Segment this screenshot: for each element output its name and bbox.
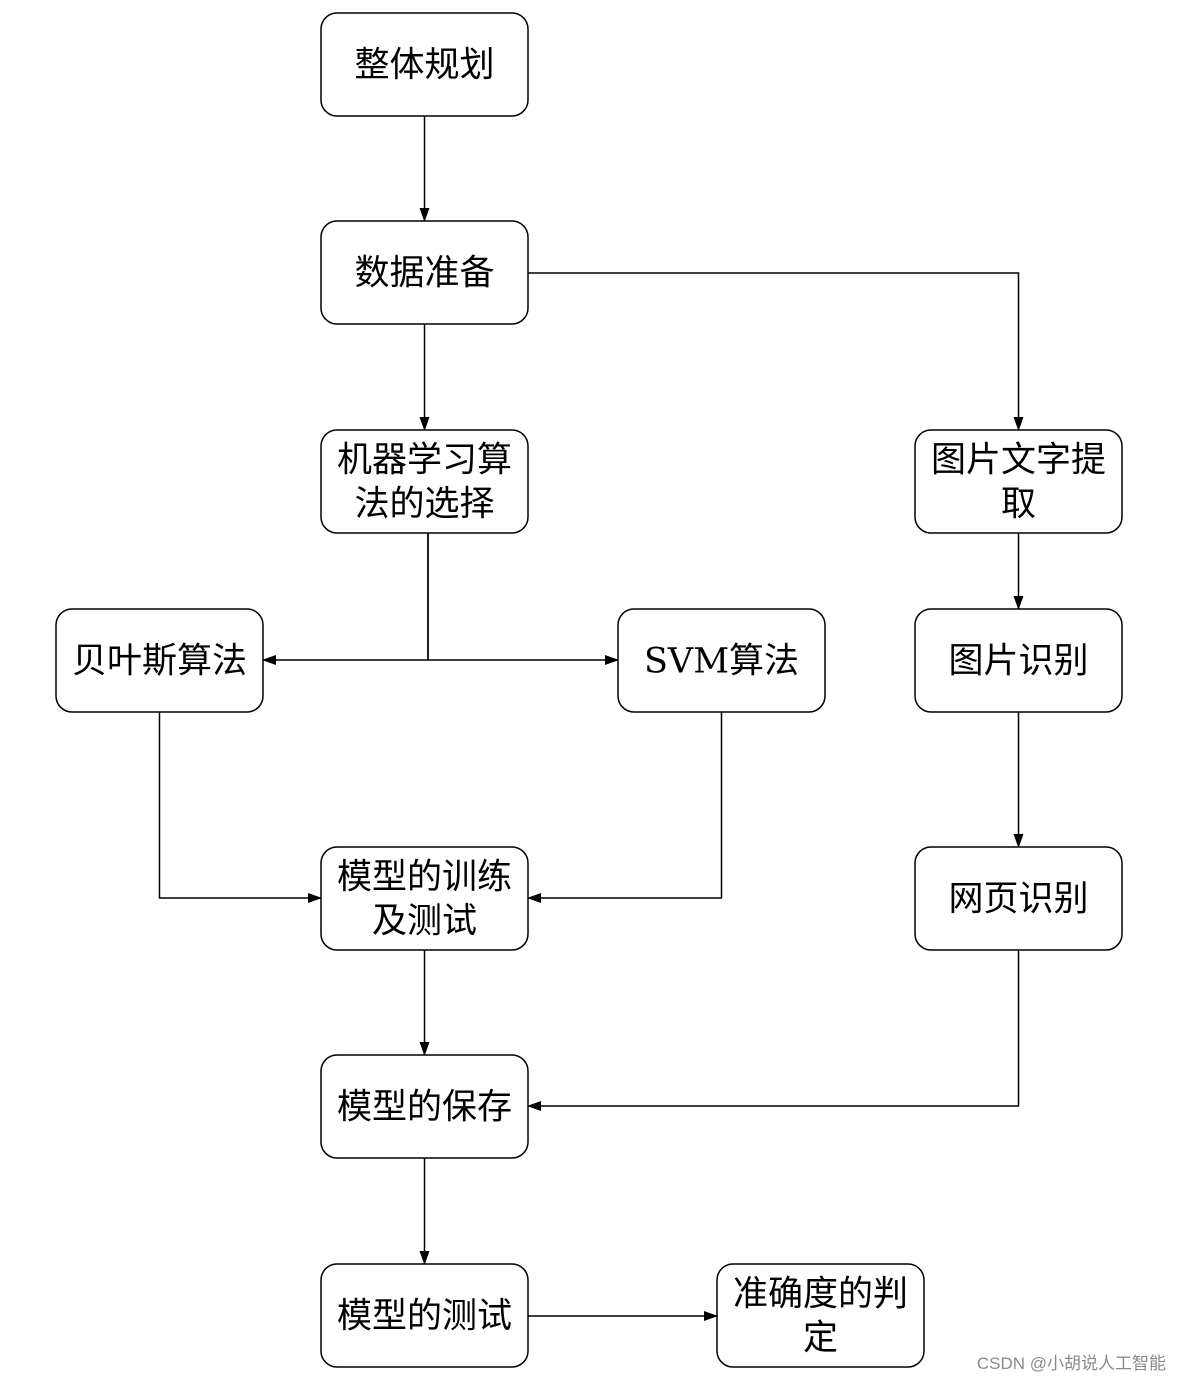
node-box — [320, 846, 529, 951]
node-label: 模型的保存 — [337, 1088, 512, 1128]
node-label: 模型的训练 — [337, 858, 512, 898]
node-bayes: 贝叶斯算法 — [55, 608, 264, 713]
node-svm: SVM算法 — [617, 608, 826, 713]
edge-web_rec-to-save — [527, 950, 1020, 1111]
edge-ml_select-to-svm — [427, 533, 619, 665]
node-test: 模型的测试 — [320, 1263, 529, 1368]
node-label: 法的选择 — [354, 485, 494, 525]
node-label: 网页识别 — [948, 880, 1088, 920]
node-box — [716, 1263, 925, 1368]
node-box — [914, 429, 1123, 534]
edge-ml_select-to-bayes — [262, 533, 429, 665]
edge-svm-to-train_test — [527, 712, 723, 903]
node-label: SVM算法 — [644, 642, 799, 682]
node-planning: 整体规划 — [320, 12, 529, 117]
node-save: 模型的保存 — [320, 1054, 529, 1159]
node-img-rec: 图片识别 — [914, 608, 1123, 713]
node-label: 图片文字提 — [931, 441, 1106, 481]
edge-data_prep-to-img_text — [528, 272, 1024, 431]
node-label: 准确度的判 — [733, 1275, 908, 1315]
node-label: 及测试 — [372, 902, 477, 942]
node-web-rec: 网页识别 — [914, 846, 1123, 951]
node-box — [320, 1263, 529, 1368]
node-label: 定 — [803, 1319, 838, 1359]
node-box — [320, 220, 529, 325]
node-box — [55, 608, 264, 713]
node-label: 整体规划 — [354, 46, 494, 86]
node-box — [320, 12, 529, 117]
node-label: 图片识别 — [948, 642, 1088, 682]
node-box — [320, 1054, 529, 1159]
node-label: 数据准备 — [354, 254, 494, 294]
node-box — [617, 608, 826, 713]
watermark: CSDN @小胡说人工智能 — [976, 1354, 1166, 1373]
edge-bayes-to-train_test — [158, 712, 322, 903]
node-label: 取 — [1001, 485, 1036, 525]
node-label: 贝叶斯算法 — [72, 642, 247, 682]
node-label: 机器学习算 — [337, 441, 512, 481]
node-label: 模型的测试 — [337, 1297, 512, 1337]
node-box — [914, 846, 1123, 951]
node-box — [320, 429, 529, 534]
node-data-prep: 数据准备 — [320, 220, 529, 325]
node-box — [914, 608, 1123, 713]
edges — [158, 116, 1024, 1321]
